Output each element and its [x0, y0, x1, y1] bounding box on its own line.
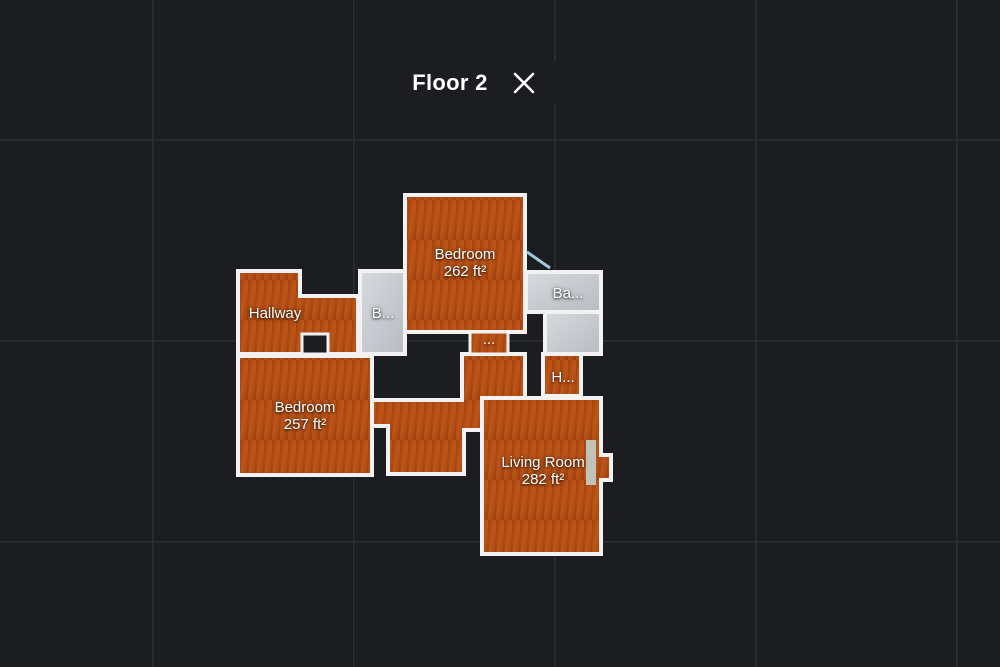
floor-title: Floor 2 — [412, 70, 488, 95]
living-room-area: 282 ft² — [521, 471, 565, 488]
floor-header: Floor 2 — [380, 62, 570, 104]
label-bedroom-left[interactable]: Bedroom 257 ft² — [258, 399, 352, 433]
bedroom-top-name: Bedroom — [434, 246, 496, 263]
door-accent — [526, 250, 551, 270]
label-hall-small[interactable]: H... — [546, 369, 580, 386]
room-closet[interactable] — [468, 330, 510, 356]
room-bath-right-lower — [543, 310, 603, 356]
room-hall-small[interactable] — [541, 352, 583, 398]
walls-and-rooms — [236, 193, 613, 556]
label-bedroom-top[interactable]: Bedroom 262 ft² — [420, 246, 510, 280]
label-hallway[interactable]: Hallway — [240, 305, 310, 322]
close-button[interactable] — [510, 69, 538, 97]
label-living-room[interactable]: Living Room 282 ft² — [487, 454, 599, 488]
closet-name: ... — [482, 331, 496, 348]
label-closet[interactable]: ... — [476, 331, 502, 348]
room-bedroom-top[interactable] — [403, 193, 527, 334]
bedroom-left-name: Bedroom — [274, 399, 336, 416]
hallway-gap — [300, 332, 330, 356]
hallway-name: Hallway — [248, 305, 302, 322]
hall-small-name: H... — [551, 369, 575, 386]
room-living-room[interactable] — [480, 396, 613, 556]
close-icon — [513, 72, 535, 94]
bedroom-top-area: 262 ft² — [443, 263, 487, 280]
label-bath-right[interactable]: Ba... — [548, 285, 588, 302]
room-bath-left[interactable] — [358, 269, 407, 356]
window-accent — [586, 440, 596, 485]
room-bedroom-left[interactable] — [236, 354, 374, 477]
label-bath-left[interactable]: B... — [364, 305, 402, 322]
bedroom-left-area: 257 ft² — [283, 416, 327, 433]
living-room-name: Living Room — [501, 454, 585, 471]
bath-left-name: B... — [371, 305, 395, 322]
bath-right-name: Ba... — [552, 285, 584, 302]
